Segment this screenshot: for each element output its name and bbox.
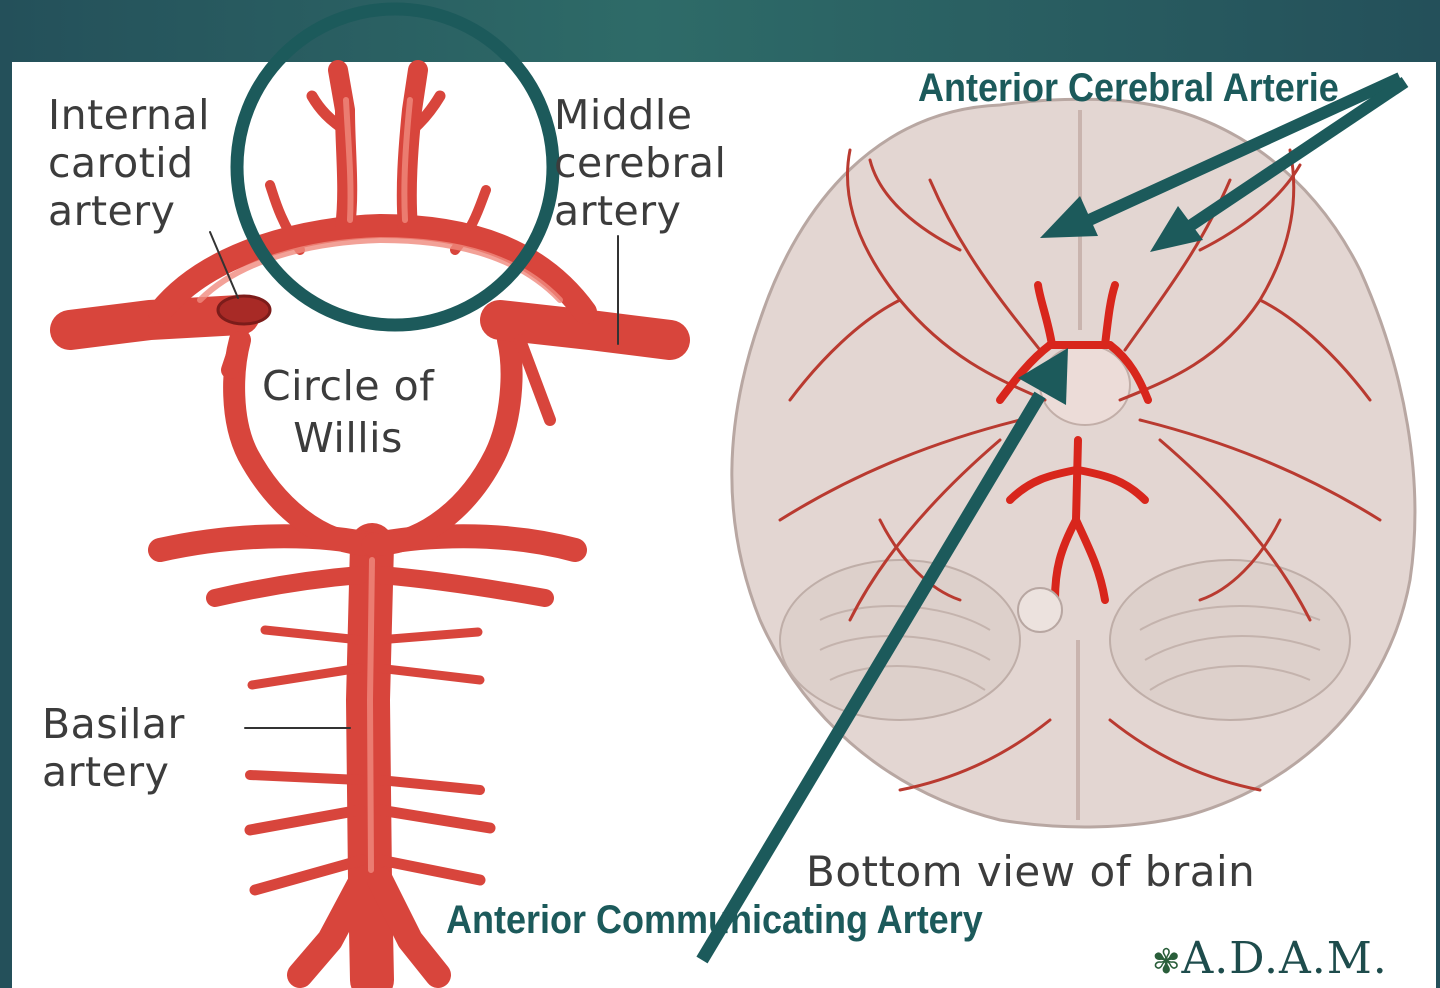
label-middle-cerebral-artery: Middle cerebral artery <box>554 91 726 235</box>
label-internal-carotid-artery: Internal carotid artery <box>48 91 210 235</box>
label-circle-of-willis: Circle of Willis <box>262 360 434 464</box>
logo-leaf-icon: ✾ <box>1152 942 1182 982</box>
highlight-circle <box>237 9 553 325</box>
caption-bottom-view: Bottom view of brain <box>806 848 1255 896</box>
label-basilar-artery: Basilar artery <box>42 700 185 796</box>
annotation-anterior-cerebral: Anterior Cerebral Arterie <box>918 66 1339 110</box>
annotation-anterior-communicating: Anterior Communicating Artery <box>446 898 983 942</box>
adam-logo: ✾A.D.A.M. <box>1152 934 1388 987</box>
